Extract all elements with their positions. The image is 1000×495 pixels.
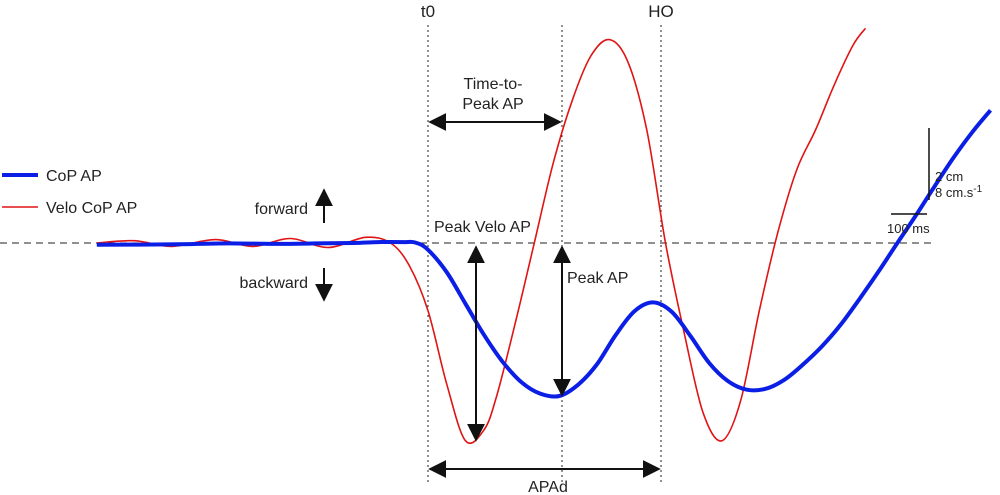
series-line-velo-cop-ap	[96, 27, 867, 445]
t0-label: t0	[421, 2, 435, 21]
forward-label: forward	[255, 201, 308, 218]
time-to-peak-label-line1: Time-to-	[464, 76, 523, 93]
scale-label-2cm: 2 cm	[935, 169, 963, 184]
backward-label: backward	[240, 275, 308, 292]
series-line-cop-ap	[96, 109, 993, 399]
scale-label-velocity: 8 cm.s-1	[935, 184, 983, 200]
scale-label-100ms: 100 ms	[887, 221, 930, 236]
legend-label-cop-ap: CoP AP	[46, 168, 102, 185]
peak-velo-ap-label: Peak Velo AP	[434, 219, 531, 236]
time-to-peak-label-line2: Peak AP	[462, 96, 523, 113]
peak-ap-label: Peak AP	[567, 270, 628, 287]
ho-label: HO	[648, 2, 674, 21]
legend-label-velo-cop-ap: Velo CoP AP	[46, 200, 137, 217]
apad-label: APAd	[528, 479, 568, 495]
